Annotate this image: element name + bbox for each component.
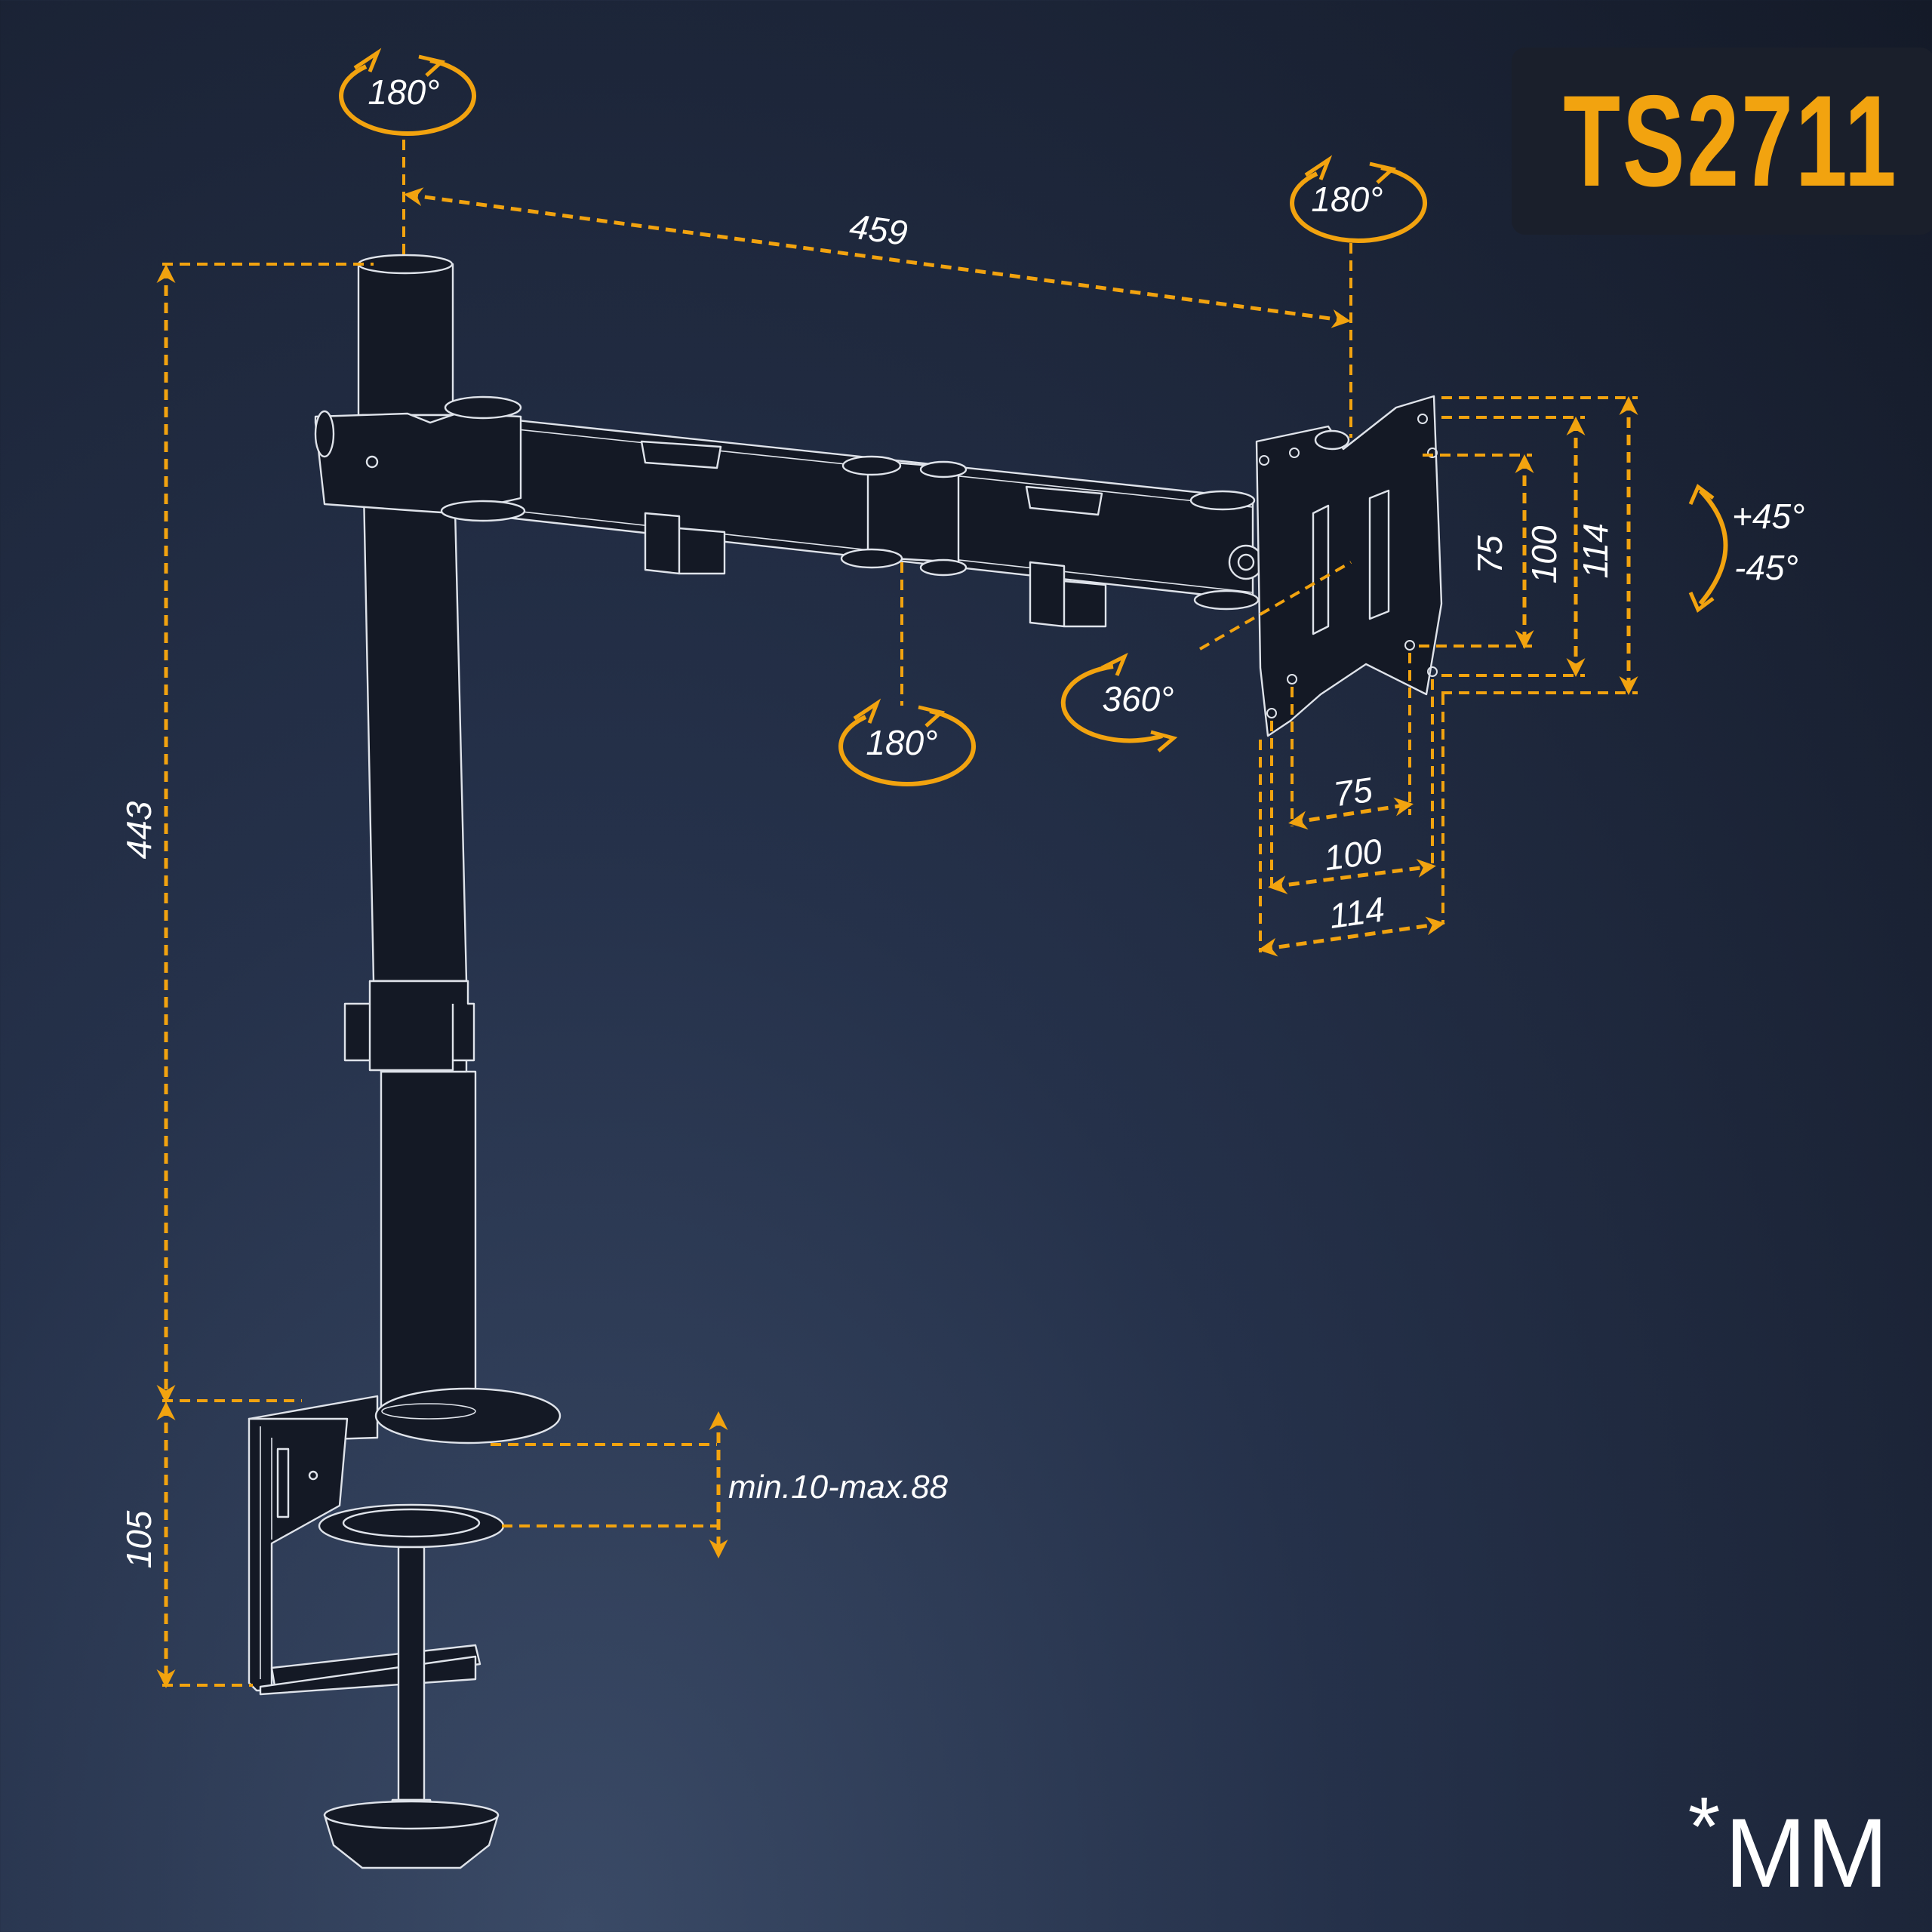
pole-top-clamp — [314, 412, 522, 515]
dim-pole-height: 443 — [119, 801, 158, 859]
rotation-label-arm-end: 180° — [1311, 180, 1383, 219]
rotation-label-vesa: 360° — [1102, 679, 1174, 718]
dimension-lines — [156, 140, 1638, 1688]
dim-clamp-height: 105 — [119, 1510, 158, 1568]
tilt-label-up: +45° — [1732, 497, 1804, 536]
dim-vesa-v-75: 75 — [1470, 535, 1509, 574]
rotation-vesa — [1060, 652, 1178, 752]
rotation-label-arm-joint: 180° — [866, 723, 937, 762]
dim-vesa-h-100: 100 — [1321, 831, 1385, 878]
desk-clamp — [248, 1417, 349, 1692]
tilt-label-down: -45° — [1734, 548, 1798, 587]
cable-clip — [640, 440, 722, 469]
dim-vesa-v-100: 100 — [1524, 525, 1564, 583]
units-note: *MM — [1688, 1786, 1888, 1903]
units-star: * — [1687, 1780, 1721, 1873]
arm-rail — [451, 412, 1254, 601]
labels: 180° 180° 180° 360° +45° -45° 459 443 10… — [119, 72, 1804, 1568]
dim-vesa-h-114: 114 — [1327, 889, 1387, 936]
pole-collar — [343, 980, 475, 1072]
units-label: MM — [1724, 1798, 1888, 1908]
rotation-pole-top — [339, 48, 477, 137]
dim-vesa-h-75: 75 — [1331, 770, 1375, 814]
rotation-arm-end — [1290, 155, 1428, 244]
cable-clip — [1025, 485, 1103, 516]
vesa-plate — [1255, 395, 1443, 737]
dim-vesa-v-114: 114 — [1576, 523, 1615, 578]
rotation-label-pole-top: 180° — [368, 72, 439, 112]
rotation-arm-joint — [838, 698, 977, 787]
tilt-indicator — [1688, 484, 1728, 613]
dim-desk-thickness: min.10-max.88 — [728, 1469, 949, 1506]
clamp-screw — [397, 1546, 426, 1801]
model-code: TS2711 — [1562, 69, 1899, 214]
mount-drawing — [248, 254, 1443, 1869]
pole-lower — [380, 1070, 477, 1417]
rotation-indicators — [339, 48, 1728, 787]
dim-arm-length: 459 — [848, 206, 910, 253]
pole-upper — [357, 263, 454, 417]
model-badge: TS2711 — [1512, 48, 1932, 235]
